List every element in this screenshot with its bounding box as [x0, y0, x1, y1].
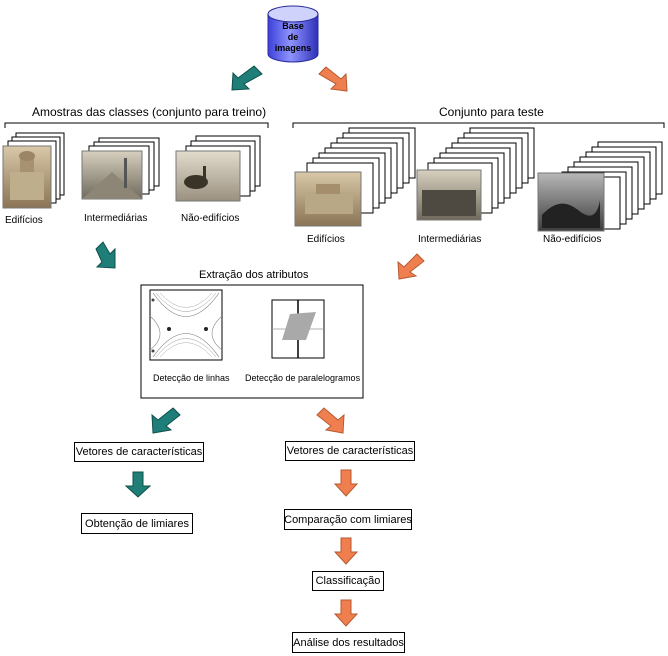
orange-arrow-down-analysis [333, 599, 359, 627]
teal-arrow-to-extraction [95, 241, 116, 269]
testing-title: Conjunto para teste [439, 105, 544, 119]
training-bracket [4, 122, 269, 128]
parallelogram-detection-image [271, 299, 325, 359]
left-feature-vectors-box: Vetores de características [74, 442, 204, 462]
test-stack-buildings [294, 127, 416, 227]
line-detection-image [149, 289, 223, 361]
training-stack-buildings [2, 132, 65, 209]
line-detection-label: Detecção de linhas [153, 373, 230, 383]
orange-arrow-down-classify [333, 537, 359, 565]
test-label-nonbuildings: Não-edifícios [543, 234, 602, 245]
training-stack-intermediate [81, 137, 160, 200]
orange-arrow-down-compare [333, 469, 359, 497]
database-label: Base de imagens [268, 21, 318, 54]
compare-thresholds-box: Comparação com limiares [284, 509, 412, 530]
teal-arrow-db-left [231, 65, 263, 91]
test-label-buildings: Edifícios [307, 234, 345, 245]
test-stack-intermediate [416, 127, 535, 221]
orange-arrow-db-right [318, 66, 348, 92]
right-feature-vectors-box: Vetores de características [285, 441, 415, 461]
orange-arrow-to-extraction [397, 253, 425, 280]
teal-arrow-from-extraction [151, 407, 181, 434]
parallelogram-detection-label: Detecção de paralelogramos [245, 373, 361, 383]
database-label-line1: Base [282, 21, 304, 31]
extraction-title: Extração dos atributos [199, 269, 309, 281]
teal-arrow-down-threshold [124, 471, 152, 498]
results-analysis-box: Análise dos resultados [292, 632, 405, 653]
threshold-obtain-box: Obtenção de limiares [81, 513, 193, 534]
training-title: Amostras das classes (conjunto para trei… [32, 105, 267, 119]
database-label-line3: imagens [274, 43, 312, 53]
orange-arrow-from-extraction [316, 407, 345, 434]
training-label-nonbuildings: Não-edifícios [181, 213, 240, 224]
test-label-intermediate: Intermediárias [418, 234, 482, 245]
database-label-line2: de [287, 32, 299, 42]
classification-box: Classificação [312, 571, 384, 591]
training-label-intermediate: Intermediárias [84, 213, 148, 224]
test-stack-nonbuildings [537, 141, 663, 232]
training-stack-nonbuildings [175, 135, 261, 202]
database-icon [267, 5, 319, 63]
testing-bracket [292, 122, 665, 128]
training-label-buildings: Edifícios [5, 215, 43, 226]
